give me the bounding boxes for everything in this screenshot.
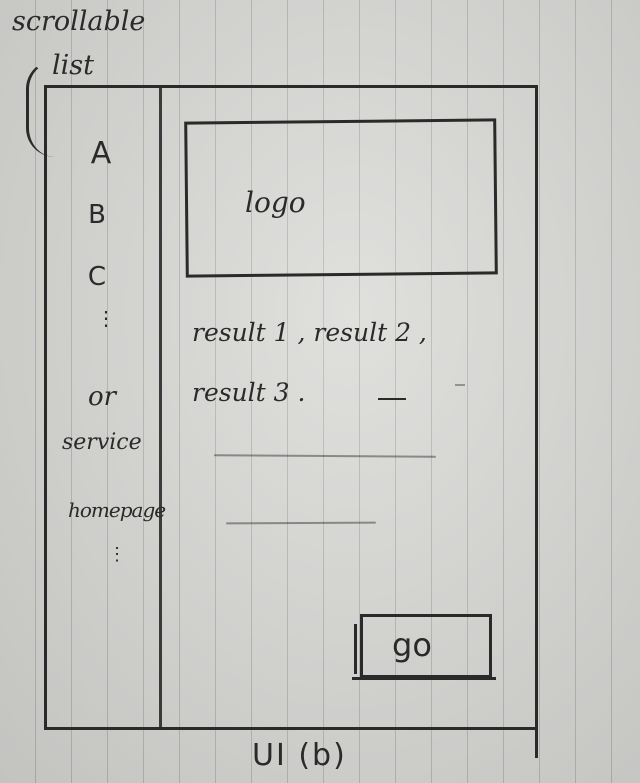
list-item-homepage[interactable]: homepage: [68, 498, 166, 522]
list-item-b[interactable]: B: [88, 200, 106, 230]
scrollable-list-annotation-line2: list: [52, 50, 94, 81]
list-ellipsis-bottom: ⋮: [108, 544, 126, 565]
logo-label: logo: [245, 186, 306, 219]
list-ellipsis: ⋮: [96, 306, 116, 330]
results-line-1[interactable]: result 1 , result 2 ,: [192, 318, 427, 347]
go-button-label: go: [392, 626, 432, 664]
list-item-a[interactable]: A: [90, 136, 112, 171]
frame-tail: [535, 728, 538, 758]
sketch-caption: UI (b): [252, 738, 347, 773]
scrollable-list-annotation: scrollable: [12, 6, 146, 37]
ui-frame: [44, 85, 538, 730]
list-item-service[interactable]: service: [62, 430, 142, 455]
sidebar-divider: [159, 88, 162, 728]
list-item-c[interactable]: C: [87, 262, 107, 292]
result-continuation-dash-faint: [455, 384, 465, 386]
go-button[interactable]: [360, 614, 492, 678]
annotation-bracket: [26, 60, 55, 157]
result-continuation-dash: [378, 398, 406, 400]
results-line-2[interactable]: result 3 .: [192, 378, 306, 407]
go-button-edge: [354, 624, 357, 674]
list-item-or: or: [87, 382, 117, 412]
go-button-underline: [352, 677, 496, 680]
logo-box: [184, 118, 498, 278]
